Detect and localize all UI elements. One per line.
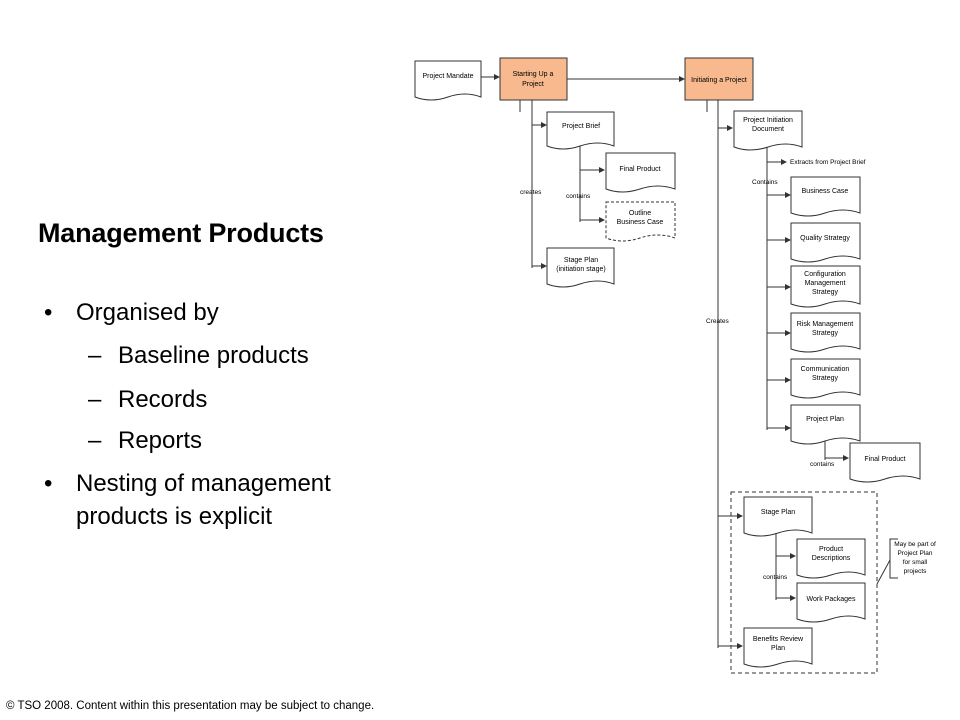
quality-strategy-doc: Quality Strategy (790, 222, 861, 263)
stage-plan-label: Stage Plan (761, 509, 795, 516)
note-leader (876, 559, 891, 585)
benefits-review-label: Benefits Review (753, 636, 804, 643)
stage-plan-initiation-label: Stage Plan (564, 257, 598, 264)
note-label: projects (904, 568, 928, 575)
benefits-review-doc: Benefits Review Plan (743, 627, 813, 668)
sub-bullet-text: Records (118, 386, 208, 413)
bullet-text: Organised by (76, 299, 219, 326)
bullet-text: products is explicit (76, 503, 273, 530)
final-product-2-doc: Final Product (849, 442, 921, 483)
initiating-process: Initiating a Project (684, 57, 754, 101)
note-bracket (889, 538, 898, 579)
bullet-text: Nesting of management (76, 470, 331, 497)
starting-up-label: Project (522, 81, 544, 88)
product-descriptions-doc: Product Descriptions (796, 538, 866, 579)
work-packages-label: Work Packages (807, 596, 856, 603)
slide-title: Management Products (38, 218, 324, 248)
final-product-label: Final Product (619, 166, 660, 173)
communication-label: Communication (801, 366, 850, 373)
communication-label: Strategy (812, 375, 839, 382)
stage-plan-initiation-label: (initiation stage) (556, 266, 605, 273)
stage-plans-group (730, 491, 878, 674)
config-mgmt-label: Strategy (812, 289, 839, 296)
extracts-label: Extracts from Project Brief (790, 159, 866, 166)
pid-label: Document (752, 126, 784, 133)
final-product-label: Final Product (864, 456, 905, 463)
quality-strategy-label: Quality Strategy (800, 235, 850, 242)
note-label: Project Plan (897, 550, 932, 557)
contains-label: contains (763, 574, 788, 581)
project-mandate-doc: Project Mandate (414, 60, 482, 101)
dash-glyph: – (88, 342, 102, 369)
outline-business-case-label: Outline (629, 210, 651, 217)
stage-plan-doc: Stage Plan (743, 496, 813, 537)
pid-label: Project Initiation (743, 117, 793, 124)
config-mgmt-label: Configuration (804, 271, 846, 278)
creates-label: Creates (706, 318, 730, 325)
project-plan-label: Project Plan (806, 416, 844, 423)
risk-mgmt-label: Risk Management (797, 321, 853, 328)
final-product-doc: Final Product (605, 152, 676, 193)
contains-label: Contains (752, 179, 778, 186)
footer-copyright: © TSO 2008. Content within this presenta… (6, 700, 375, 712)
benefits-review-label: Plan (771, 645, 785, 652)
project-brief-doc: Project Brief (546, 111, 615, 150)
pid-doc: Project Initiation Document (733, 110, 803, 151)
outline-business-case-label: Business Case (617, 219, 664, 226)
outline-business-case-doc: Outline Business Case (605, 201, 676, 242)
note-label: May be part of (894, 541, 936, 548)
project-plan-doc: Project Plan (790, 404, 861, 445)
bullet-glyph: • (44, 299, 53, 326)
initiating-label: Initiating a Project (691, 77, 747, 84)
product-descriptions-label: Descriptions (812, 555, 851, 562)
business-case-label: Business Case (802, 188, 849, 195)
stage-plan-initiation-doc: Stage Plan (initiation stage) (546, 247, 615, 288)
config-mgmt-label: Management (805, 280, 846, 287)
work-packages-doc: Work Packages (796, 582, 866, 623)
starting-up-label: Starting Up a (513, 71, 554, 78)
bullet-glyph: • (44, 470, 53, 497)
dash-glyph: – (88, 386, 102, 413)
contains-label: contains (566, 193, 591, 200)
project-brief-label: Project Brief (562, 123, 600, 130)
risk-mgmt-doc: Risk Management Strategy (790, 312, 861, 353)
note-annotation: May be part of Project Plan for small pr… (876, 538, 936, 585)
dash-glyph: – (88, 427, 102, 454)
business-case-doc: Business Case (790, 176, 861, 217)
config-mgmt-doc: Configuration Management Strategy (790, 265, 861, 308)
creates-label: creates (520, 189, 542, 196)
risk-mgmt-label: Strategy (812, 330, 839, 337)
sub-bullet-text: Baseline products (118, 342, 309, 369)
sub-bullet-text: Reports (118, 427, 203, 454)
starting-up-process: Starting Up a Project (499, 57, 568, 101)
project-mandate-label: Project Mandate (423, 73, 474, 80)
note-label: for small (903, 559, 928, 566)
product-descriptions-label: Product (819, 546, 843, 553)
contains-label: contains (810, 461, 835, 468)
communication-doc: Communication Strategy (790, 358, 861, 399)
